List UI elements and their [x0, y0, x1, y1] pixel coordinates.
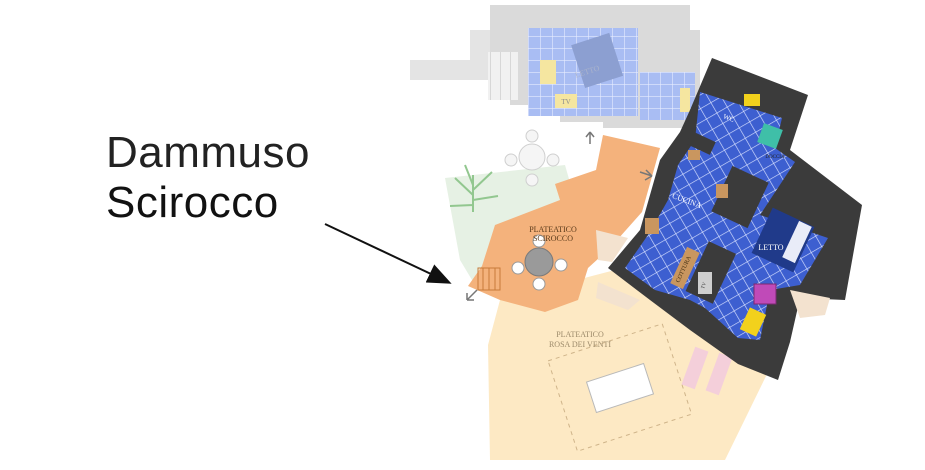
patio-table-scirocco — [511, 234, 568, 291]
cucina-cabinet — [716, 184, 728, 198]
wc-fixture — [744, 94, 760, 106]
sunbed — [681, 346, 709, 390]
patio-table-top — [504, 129, 560, 187]
stairs-top — [488, 52, 518, 100]
entrance-arrow-icon — [639, 169, 653, 181]
exterior-wall-light — [790, 290, 830, 318]
interior-wall — [711, 165, 769, 229]
terrace-stairs-lines — [482, 268, 496, 290]
tv-top — [555, 94, 577, 108]
yellow-armchair — [739, 307, 767, 337]
tv-unit — [698, 272, 712, 294]
title-line-2: Scirocco — [106, 178, 279, 227]
yellow-chair-top — [540, 60, 556, 84]
cottura-counter — [670, 246, 700, 290]
exterior-wall-light — [596, 282, 640, 310]
cucina-cabinet — [688, 150, 700, 160]
entrance-arrow-icon — [585, 131, 595, 144]
yellow-fixture-top — [680, 88, 690, 112]
room-label-letto: LETTO — [758, 243, 783, 252]
label-plateatico-rosa-1: PLATEATICO — [556, 330, 604, 339]
pergola-outline — [547, 323, 693, 452]
magenta-armchair — [753, 283, 777, 305]
terrace-table — [585, 362, 655, 414]
pointer-arrow — [324, 223, 452, 284]
garden-area — [445, 165, 575, 290]
room-label-tv-top: TV — [561, 98, 570, 106]
sunbed — [705, 352, 733, 396]
interior-wall — [686, 131, 716, 155]
label-plateatico-scirocco-2: SCIROCCO — [533, 234, 573, 243]
bed-pillows — [782, 220, 812, 264]
exterior-wall-light — [596, 230, 628, 262]
title-line-1: Dammuso — [106, 128, 310, 177]
label-plateatico-scirocco-1: PLATEATICO — [529, 225, 577, 234]
cucina-cabinet — [645, 218, 659, 234]
room-label-tv: TV — [701, 281, 708, 289]
entrance-arrow-icon — [466, 289, 478, 301]
tree-icon — [449, 164, 499, 212]
room-label-wc: WC — [722, 112, 736, 123]
bed-top — [571, 32, 624, 89]
upper-building-wing — [410, 30, 490, 80]
label-plateatico-rosa-2: ROSA DEI VENTI — [549, 340, 611, 349]
title-block: Dammuso Scirocco — [106, 128, 310, 228]
doccia-shower — [757, 123, 783, 149]
room-label-doccia: DOCCIA — [765, 155, 785, 160]
